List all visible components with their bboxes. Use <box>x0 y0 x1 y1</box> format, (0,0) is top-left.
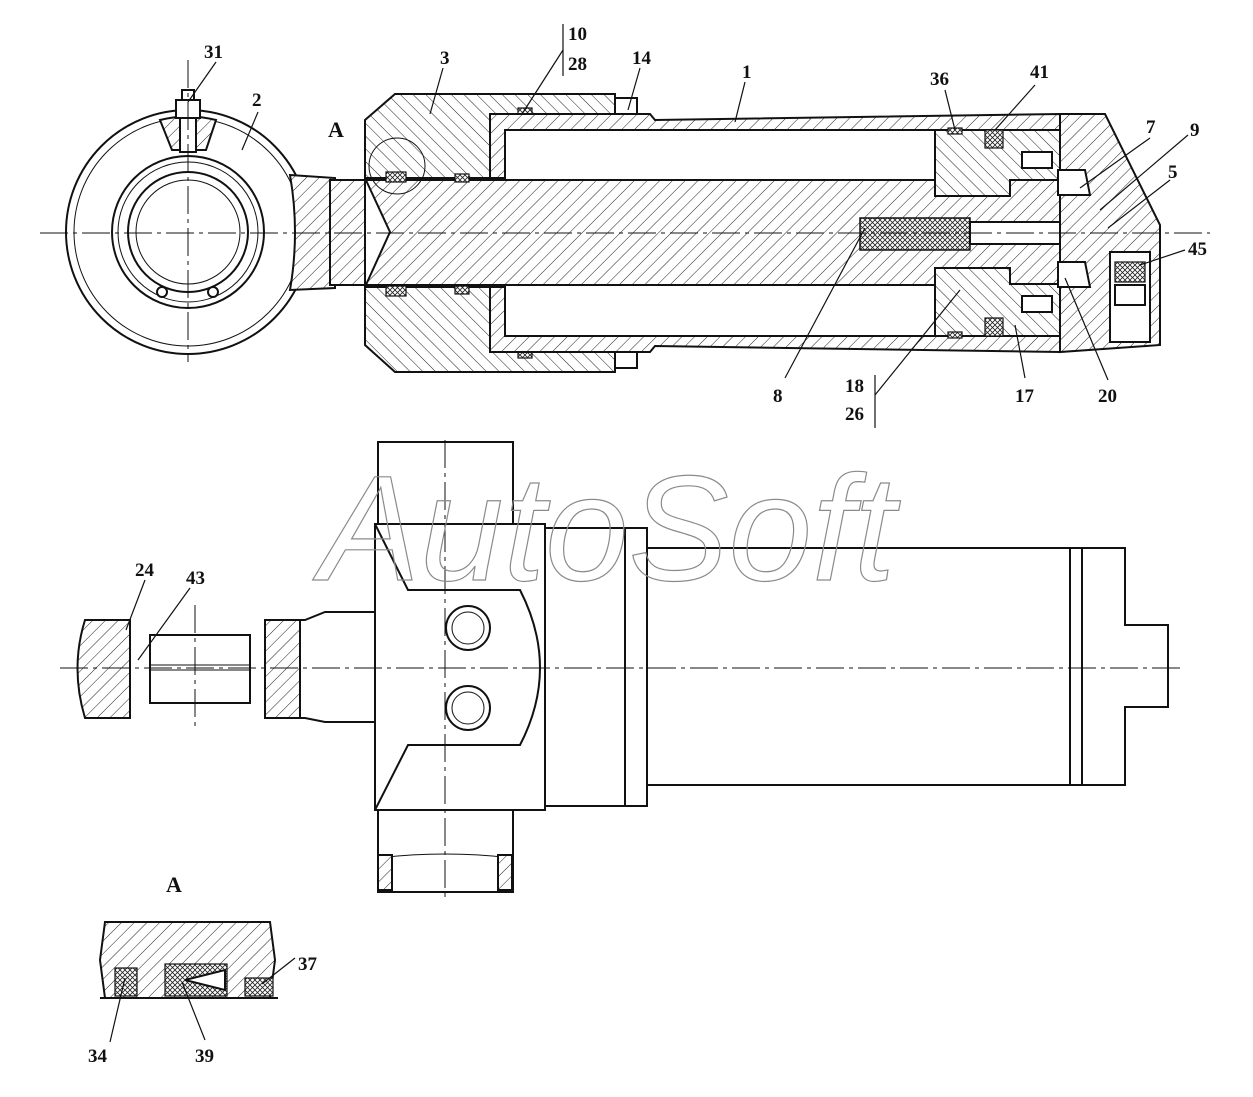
callout-26: 26 <box>845 404 864 425</box>
callout-3: 3 <box>440 48 450 69</box>
callout-37: 37 <box>298 954 318 975</box>
external-view <box>60 440 1185 900</box>
callout-9: 9 <box>1190 120 1200 141</box>
callout-18: 18 <box>845 376 864 397</box>
callout-31: 31 <box>204 42 223 63</box>
callout-39: 39 <box>195 1046 214 1067</box>
detail-a-view <box>98 921 278 999</box>
callout-36: 36 <box>930 69 949 90</box>
detail-a-title: A <box>166 872 182 897</box>
callout-17: 17 <box>1015 386 1035 407</box>
callout-labels: 31 2 3 10 28 14 1 36 41 7 9 5 45 8 18 26… <box>88 24 1207 1067</box>
callout-20: 20 <box>1098 386 1117 407</box>
callout-28: 28 <box>568 54 587 75</box>
callout-41: 41 <box>1030 62 1049 83</box>
callout-5: 5 <box>1168 162 1178 183</box>
piston-part-17 <box>934 127 1092 339</box>
callout-1: 1 <box>742 62 752 83</box>
section-view <box>40 60 1210 373</box>
view-label-a: A <box>328 117 344 142</box>
callout-45: 45 <box>1188 239 1207 260</box>
callout-14: 14 <box>632 48 652 69</box>
callout-8: 8 <box>773 386 783 407</box>
rod-eye-part-2 <box>65 109 336 355</box>
callout-24: 24 <box>135 560 155 581</box>
callout-2: 2 <box>252 90 262 111</box>
callout-7: 7 <box>1146 117 1156 138</box>
callout-43: 43 <box>186 568 205 589</box>
callout-10: 10 <box>568 24 587 45</box>
watermark: AutoSoft <box>312 444 901 612</box>
leader-lines <box>109 24 1189 1043</box>
callout-34: 34 <box>88 1046 108 1067</box>
